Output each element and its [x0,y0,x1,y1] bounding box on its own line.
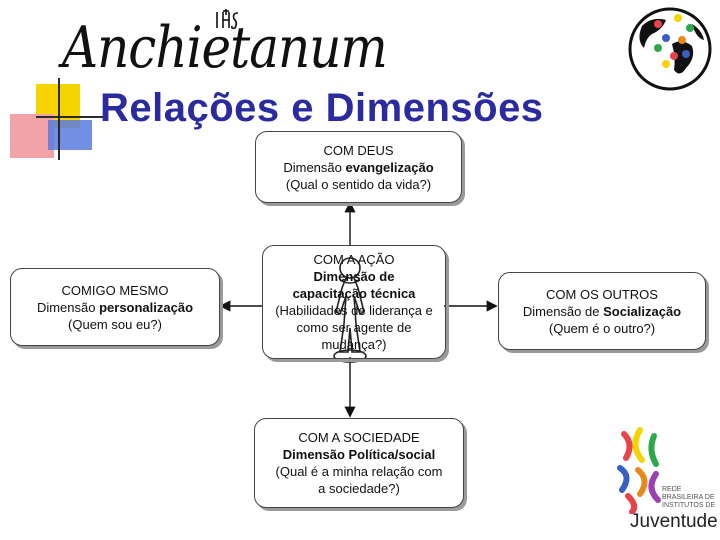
box-self-heading: COMIGO MESMO [61,282,169,298]
box-society-heading: COM A SOCIEDADE [298,430,420,445]
box-action-heading: COM A AÇÃO [313,252,395,267]
box-action-line4: como ser agente de [296,320,412,335]
accent-line-horizontal [36,116,106,118]
person-figure-icon [333,257,367,363]
box-with-others: COM OS OUTROS Dimensão de Socialização (… [498,272,706,350]
box-god-question: (Qual o sentido da vida?) [285,176,432,192]
box-action-line1: Dimensão de [313,269,395,284]
globe-people-icon [628,7,712,91]
box-self-dimension: Dimensão personalização [36,299,194,315]
rede-logo-caption: REDE BRASILEIRA DE INSTITUTOS DE [662,486,716,509]
box-with-god: COM DEUS Dimensão evangelização (Qual o … [255,131,462,203]
box-god-dimension: Dimensão evangelização [283,159,434,175]
accent-line-vertical [58,78,60,160]
juventude-logo-text: Juventude [630,511,718,532]
box-action-line5: mudança?) [321,337,387,352]
box-action-line3: (Habilidades de liderança e [275,303,433,318]
box-action-line2: capacitação técnica [292,286,416,301]
box-others-dimension: Dimensão de Socialização [522,303,682,319]
accent-square-red [10,114,54,158]
box-society-question-1: (Qual é a minha relação com [275,464,443,479]
box-god-heading: COM DEUS [323,142,394,158]
box-with-action: COM A AÇÃO Dimensão de capacitação técni… [262,245,446,359]
box-self-question: (Quem sou eu?) [68,316,162,332]
rede-juventude-logo-icon [617,427,661,514]
box-others-question: (Quem é o outro?) [548,320,656,336]
ihs-emblem-icon [216,9,239,30]
slide-title: Relações e Dimensões [100,86,544,130]
box-with-society: COM A SOCIEDADE Dimensão Política/social… [254,418,464,508]
accent-square-blue [48,120,92,150]
box-with-myself: COMIGO MESMO Dimensão personalização (Qu… [10,268,220,346]
box-society-dimension: Dimensão Política/social [282,447,436,462]
box-society-question-2: a sociedade?) [318,481,400,496]
box-others-heading: COM OS OUTROS [546,286,658,302]
anchietanum-logo-text: Anchietanum [62,14,388,81]
